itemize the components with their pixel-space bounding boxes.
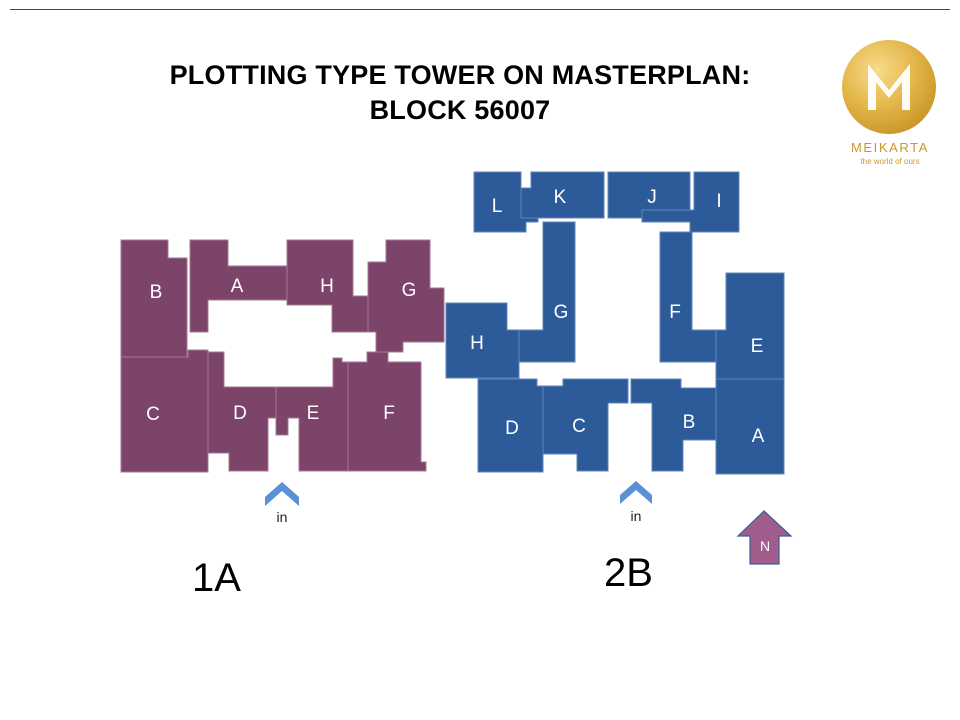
tower-2b-name: 2B <box>604 551 653 595</box>
tower-2b-entrance-arrow-icon <box>620 481 652 504</box>
tower-2b-entrance: in <box>620 481 652 524</box>
tower-2b-unit-c-shape <box>542 378 629 472</box>
north-arrow-label: N <box>760 538 770 554</box>
top-rule <box>10 9 950 10</box>
tower-2b-unit-k-label: K <box>554 187 567 208</box>
tower-2b-unit-i-label: I <box>716 191 721 212</box>
tower-2b-unit-g-label: G <box>554 302 569 323</box>
tower-1a-unit-f-label: F <box>383 403 395 424</box>
tower-2b-unit-f-label: F <box>669 302 681 323</box>
tower-2b-unit-g-shape <box>518 221 576 363</box>
tower-2b-unit-c-label: C <box>572 416 586 437</box>
tower-1a-unit-d-shape <box>207 351 277 472</box>
tower-2b-unit-k-shape <box>520 171 605 219</box>
logo-name: MEIKARTA <box>850 140 930 155</box>
title-line-1: PLOTTING TYPE TOWER ON MASTERPLAN: <box>169 60 751 90</box>
tower-2b-unit-j-label: J <box>647 187 657 208</box>
tower-1a-labels: B A H G C D E F <box>146 276 416 425</box>
north-arrow: N <box>736 510 793 565</box>
tower-2b-unit-i-shape <box>641 171 740 233</box>
tower-1a-entrance-label: in <box>277 509 288 525</box>
tower-2b-unit-h-label: H <box>470 333 484 354</box>
tower-1a-entrance-arrow-icon <box>265 482 299 506</box>
tower-2b-unit-e-shape <box>715 272 785 380</box>
north-arrow-icon <box>736 510 793 565</box>
tower-2b-unit-b-label: B <box>683 412 696 433</box>
tower-2b-labels: L K J I G F H E D C B A <box>470 187 765 447</box>
tower-1a-entrance: in <box>265 482 299 525</box>
tower-2b <box>445 171 785 475</box>
tower-1a-unit-g-shape <box>367 239 445 353</box>
meikarta-logo: MEIKARTA the world of ours <box>838 38 942 170</box>
tower-2b-unit-d-label: D <box>505 418 519 439</box>
tower-1a-unit-d-label: D <box>233 403 247 424</box>
tower-1a-unit-c-shape <box>120 349 209 473</box>
tower-1a <box>120 239 445 473</box>
tower-2b-entrance-label: in <box>631 508 642 524</box>
logo-m-icon <box>868 64 910 110</box>
tower-1a-unit-a-label: A <box>231 276 244 297</box>
page-title: PLOTTING TYPE TOWER ON MASTERPLAN: BLOCK… <box>80 58 840 128</box>
tower-2b-unit-l-label: L <box>492 196 503 217</box>
tower-1a-unit-h-label: H <box>320 276 334 297</box>
tower-1a-unit-g-label: G <box>402 280 417 301</box>
title-line-2: BLOCK 56007 <box>369 95 551 125</box>
tower-2b-unit-a-shape <box>715 378 785 475</box>
tower-1a-unit-f-shape <box>347 351 427 472</box>
tower-2b-unit-a-label: A <box>752 426 765 447</box>
tower-1a-unit-b-label: B <box>150 282 163 303</box>
logo-tagline: the world of ours <box>860 157 920 166</box>
tower-2b-unit-f-shape <box>659 231 717 363</box>
tower-1a-name: 1A <box>192 556 241 600</box>
tower-1a-unit-e-label: E <box>307 403 320 424</box>
tower-2b-unit-e-label: E <box>751 336 764 357</box>
tower-2b-unit-h-shape <box>445 302 520 379</box>
tower-1a-unit-c-label: C <box>146 404 160 425</box>
logo-disc <box>842 40 936 134</box>
tower-2b-unit-b-shape <box>630 378 717 472</box>
